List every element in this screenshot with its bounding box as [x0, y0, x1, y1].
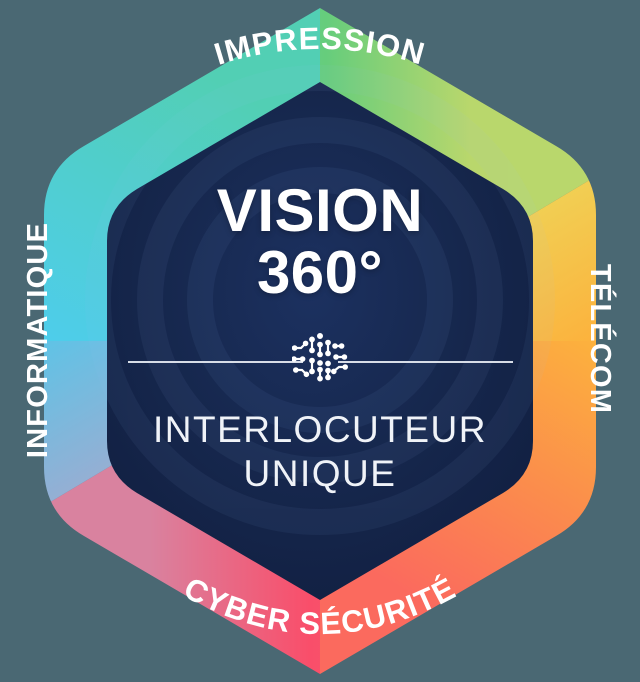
panel-decorative-rings	[85, 65, 555, 535]
badge-inner-panel	[107, 82, 533, 600]
badge-label-left: INFORMATIQUE	[22, 222, 54, 458]
badge-label-right: TÉLÉCOM	[584, 264, 618, 414]
